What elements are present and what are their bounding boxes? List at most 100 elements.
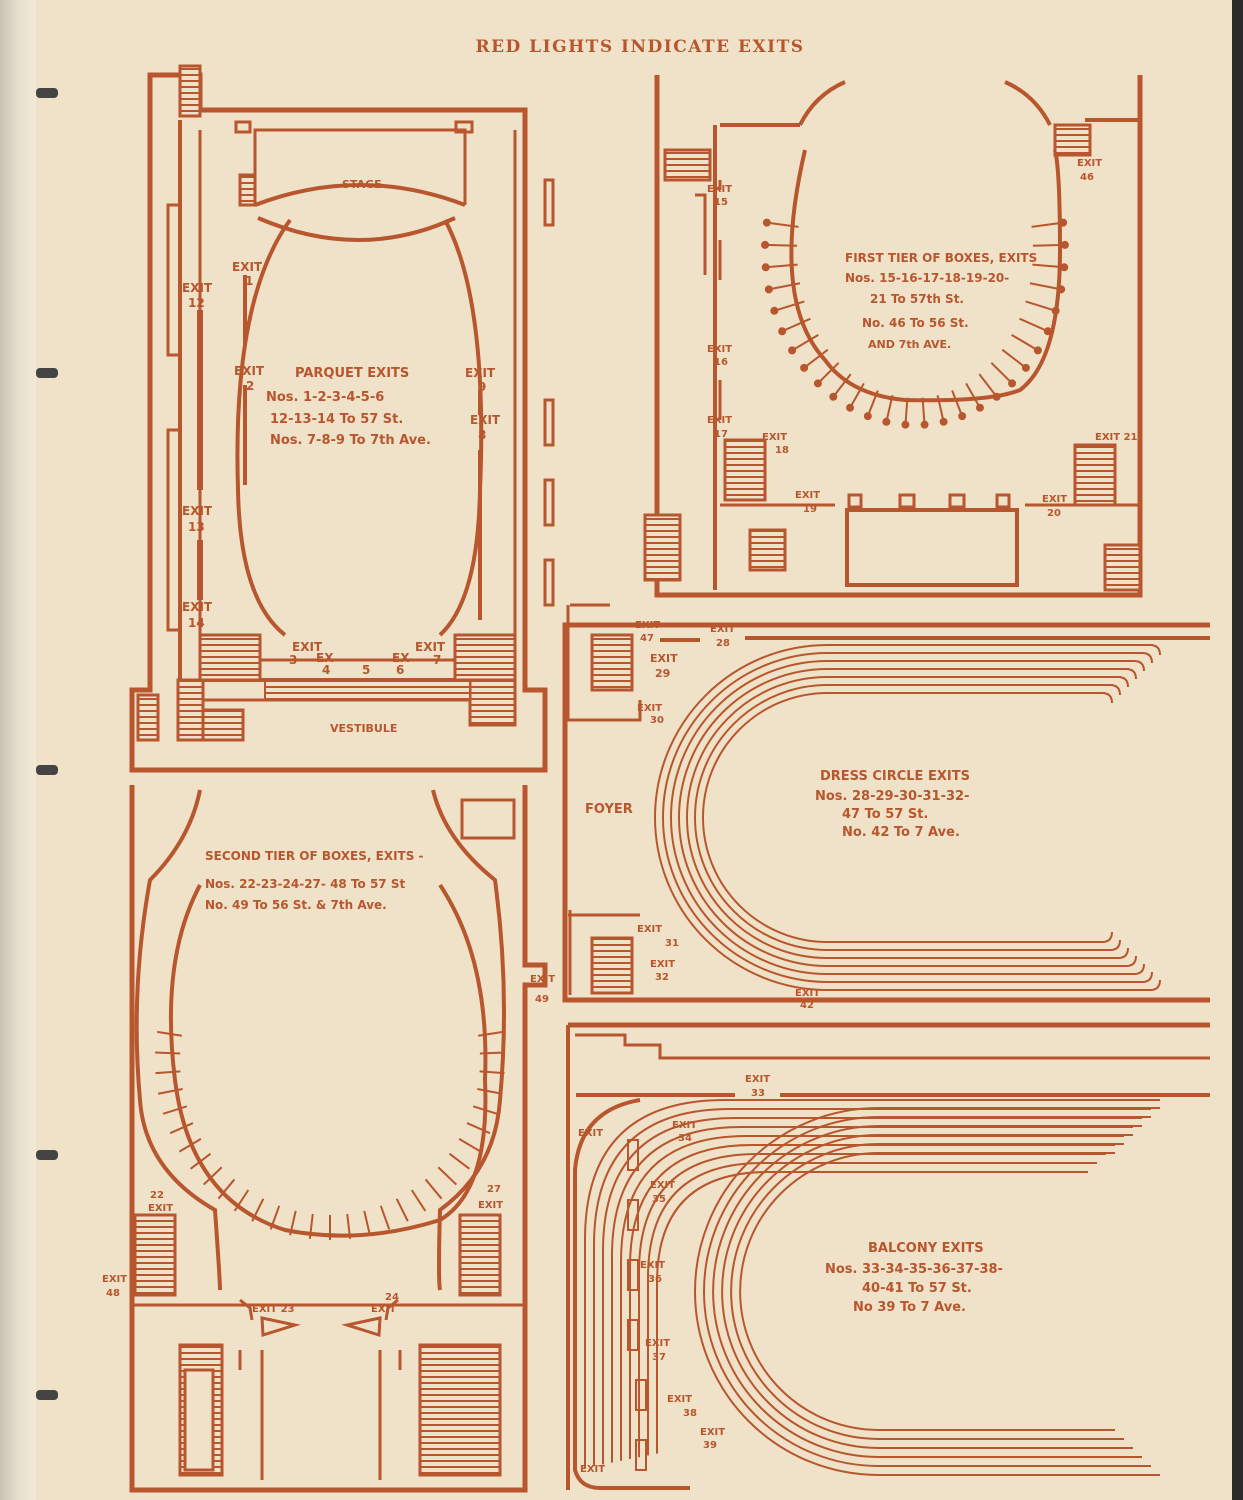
exit-light-icon [627,1199,639,1231]
page-binding [0,0,36,1500]
svg-text:12-13-14 To 57 St.: 12-13-14 To 57 St. [270,412,403,427]
dress-circle-caption: DRESS CIRCLE EXITS Nos. 28-29-30-31-32- … [815,769,970,840]
box-divider [251,1198,265,1222]
exit-light-icon [1043,327,1052,336]
svg-text:EXIT: EXIT [1077,158,1102,169]
box-divider [202,1166,223,1186]
svg-text:EXIT: EXIT [1042,494,1067,505]
svg-text:EXIT: EXIT [102,1274,127,1285]
box-divider [169,1122,194,1135]
seat-row [694,684,1121,951]
exit-light-icon [635,1379,647,1411]
exit-light-icon [627,1319,639,1351]
seat-row-end [1141,652,1153,664]
box-divider [765,263,798,269]
svg-text:Nos. 7-8-9 To 7th Ave.: Nos. 7-8-9 To 7th Ave. [270,433,431,448]
box-divider [1001,348,1027,369]
parquet-vestibule-label: VESTIBULE [330,722,397,735]
exit-light-icon [882,417,891,426]
svg-text:3: 3 [289,653,297,667]
svg-text:29: 29 [655,667,670,680]
box-divider [921,397,926,425]
seat-row [670,660,1145,975]
svg-text:No. 42 To 7 Ave.: No. 42 To 7 Ave. [842,825,960,840]
exit-light-icon [778,327,787,336]
svg-text:BALCONY EXITS: BALCONY EXITS [868,1241,984,1256]
box-divider [866,390,879,417]
box-divider [346,1213,352,1239]
svg-text:EXIT: EXIT [672,1120,697,1131]
box-divider [791,334,819,352]
exit-light-icon [800,363,809,372]
seat-row-end [1125,668,1137,680]
seat-row [730,1143,1124,1440]
svg-text:28: 28 [716,638,730,649]
box-divider [765,243,798,247]
svg-text:EXIT: EXIT [650,959,675,970]
box-divider [269,1205,281,1230]
exit-light-icon [1021,363,1030,372]
dress-circle-plan [562,603,1210,1003]
box-divider [363,1210,371,1236]
box-divider [774,300,805,312]
box-divider [978,373,998,398]
box-divider [990,362,1013,385]
svg-text:27: 27 [487,1184,501,1195]
parquet-stage-label: STAGE [342,178,382,191]
seat-row [712,1125,1142,1458]
box-divider [178,1138,202,1153]
box-divider [458,1138,482,1153]
svg-text:EXIT: EXIT [700,1427,725,1438]
exit-light-icon [627,1259,639,1291]
svg-text:EXIT: EXIT [234,364,265,378]
svg-text:22: 22 [150,1190,164,1201]
svg-text:EXIT: EXIT [762,432,787,443]
svg-text:EXIT: EXIT [478,1200,503,1211]
svg-text:EXIT: EXIT [232,260,263,274]
svg-text:EXIT: EXIT [148,1203,173,1214]
seat-row [694,1107,1160,1476]
svg-text:33: 33 [751,1088,765,1099]
box-divider [965,382,981,409]
svg-text:EXIT: EXIT [182,281,213,295]
box-divider [1029,282,1062,291]
box-divider [477,1030,504,1037]
svg-text:18: 18 [775,445,789,456]
box-divider [1011,334,1039,352]
exit-light-icon [958,412,967,421]
exit-light-icon [1059,218,1068,227]
box-divider [466,1122,491,1135]
exit-light-icon [1060,240,1069,249]
seat-row [654,644,1161,991]
svg-text:47 To 57 St.: 47 To 57 St. [842,807,928,822]
svg-text:38: 38 [683,1408,697,1419]
box-divider [1019,317,1049,333]
svg-text:32: 32 [655,972,669,983]
svg-text:37: 37 [652,1352,666,1363]
exit-light-icon [635,1439,647,1471]
svg-text:SECOND TIER OF BOXES, EXITS -: SECOND TIER OF BOXES, EXITS - [205,849,424,863]
svg-text:17: 17 [714,429,728,440]
svg-text:EXIT: EXIT [182,600,213,614]
seat-row-end [1133,660,1145,672]
svg-text:EXIT: EXIT [645,1338,670,1349]
seat-row [703,1116,1151,1467]
svg-text:13: 13 [188,520,205,534]
svg-text:EXIT: EXIT [292,640,323,654]
exit-light-icon [1033,346,1042,355]
svg-text:EX: EX [392,651,410,665]
svg-text:No. 49 To 56 St. & 7th Ave.: No. 49 To 56 St. & 7th Ave. [205,898,387,912]
first-tier-plan [643,75,1143,598]
seat-row [611,1126,1133,1463]
seat-row [739,1152,1115,1431]
seat-row [629,1144,1115,1459]
svg-text:No 39 To 7 Ave.: No 39 To 7 Ave. [853,1300,966,1315]
svg-text:EXIT: EXIT [637,703,662,714]
box-divider [162,1105,188,1115]
svg-text:12: 12 [188,296,205,310]
svg-text:21 To 57th St.: 21 To 57th St. [870,292,964,306]
